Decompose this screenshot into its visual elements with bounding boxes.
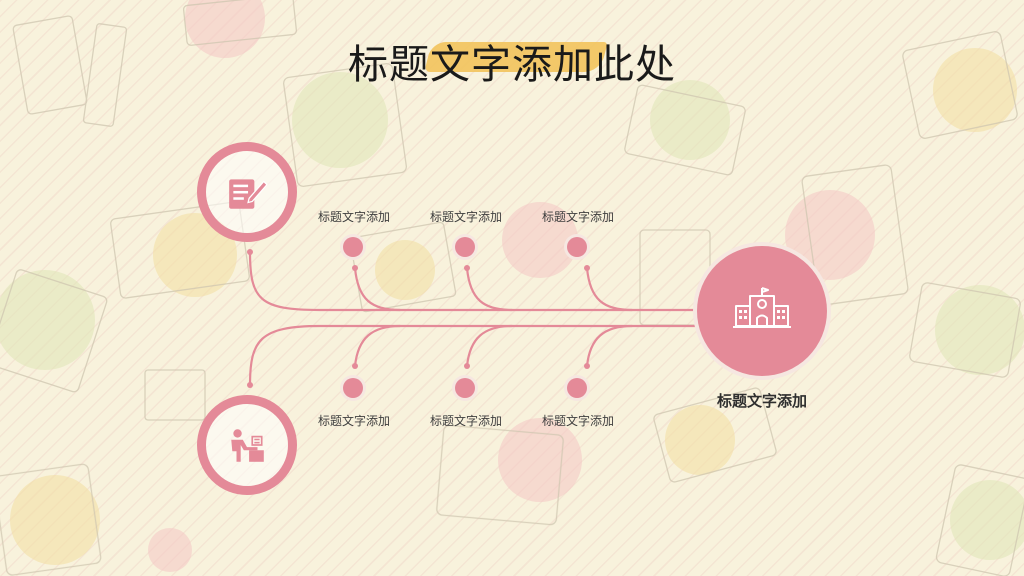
top-branch-dot-2 bbox=[455, 237, 475, 257]
title-container: 标题文字添加此处 bbox=[0, 32, 1024, 90]
hub-circle bbox=[697, 246, 827, 376]
top-icon-ring bbox=[197, 142, 297, 242]
connector-bottom-1 bbox=[353, 324, 402, 368]
bottom-branch-dot-1 bbox=[343, 378, 363, 398]
bottom-branch-label-2: 标题文字添加 bbox=[429, 414, 502, 428]
writing-pad-icon bbox=[229, 179, 268, 209]
bottom-branch-label-1: 标题文字添加 bbox=[317, 414, 390, 428]
bottom-branch-label-3: 标题文字添加 bbox=[541, 414, 614, 428]
school-building-icon bbox=[733, 287, 791, 328]
page-title: 标题文字添加此处 bbox=[348, 42, 676, 88]
connector-top-2 bbox=[465, 266, 514, 312]
connector-top-1 bbox=[353, 266, 402, 312]
bottom-icon-ring bbox=[197, 395, 297, 495]
connector-top-main bbox=[248, 250, 702, 312]
top-branch-dot-1 bbox=[343, 237, 363, 257]
top-branch-label-2: 标题文字添加 bbox=[429, 210, 502, 224]
hub-label: 标题文字添加 bbox=[716, 392, 807, 410]
top-branch-dot-3 bbox=[567, 237, 587, 257]
connector-bottom-3 bbox=[585, 324, 634, 368]
bottom-branch-dot-2 bbox=[455, 378, 475, 398]
top-branch-label-1: 标题文字添加 bbox=[317, 210, 390, 224]
person-at-desk-icon bbox=[231, 429, 264, 462]
connector-bottom-2 bbox=[465, 324, 514, 368]
connector-bottom-main bbox=[248, 324, 702, 387]
bottom-branch-dot-3 bbox=[567, 378, 587, 398]
top-branch-label-3: 标题文字添加 bbox=[541, 210, 614, 224]
connector-top-3 bbox=[585, 266, 634, 312]
